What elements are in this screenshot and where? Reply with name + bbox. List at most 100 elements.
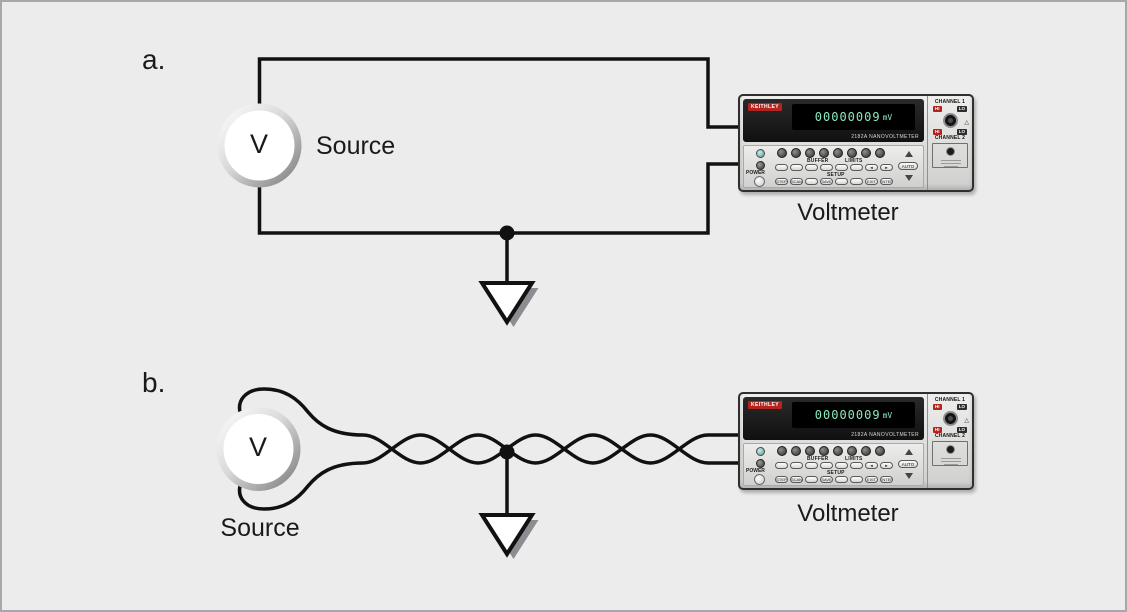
local-button [756,459,765,468]
source-circle-b [216,407,301,491]
panel-key [805,178,818,185]
function-key [805,446,815,456]
hi-badge: HI [933,106,942,112]
channel2-label: CHANNEL 2 [934,135,966,141]
save-key: SAVE [820,476,833,483]
hi-lo-row: HI LO [928,129,972,135]
voltmeter-label-b: Voltmeter [797,500,899,527]
panel-key [850,164,863,171]
panel-key [805,164,818,171]
limits-section-label: LIMITS [845,456,863,462]
hi-badge: HI [933,404,942,410]
function-key [847,148,857,158]
function-key [847,446,857,456]
range-down-icon [905,175,913,181]
voltmeter-device-a: KEITHLEY 00000009 mV 2182A NANOVOLTMETER… [738,94,974,192]
left-arrow-key: ◄ [865,164,878,171]
hi-badge: HI [933,129,942,135]
function-key [833,446,843,456]
diagram-a-circuit [217,57,743,327]
source-label-a: Source [316,132,396,160]
range-up-icon [905,449,913,455]
lo-badge: LO [956,129,967,135]
wire-lo-a [257,145,743,235]
channel2-connector [946,445,955,454]
panel-fine-print [941,163,961,164]
panel-fine-print [944,464,958,465]
ground-triangle-a [478,281,536,326]
oval-key-row: ◄► [775,164,893,171]
model-label: 2182A NANOVOLTMETER [851,432,919,438]
function-key [875,148,885,158]
display-reading: 00000009 [814,408,881,422]
diagram-a-label: a. [142,44,166,75]
warning-triangle-icon: △ [964,418,969,424]
auto-range-key: AUTO [898,162,918,170]
channel2-label: CHANNEL 2 [934,433,966,439]
wire-hi-a [257,57,743,146]
panel-key [850,462,863,469]
power-button [754,176,765,187]
function-key [861,148,871,158]
display-unit: mV [882,112,893,122]
limits-section-label: LIMITS [845,158,863,164]
auto-range-key: AUTO [898,460,918,468]
junction-dot-a [499,225,515,241]
exit-key: EXIT [865,476,878,483]
twisted-pair-wire-2 [237,433,743,511]
step-key: STEP [775,178,788,185]
range-down-icon [905,473,913,479]
exit-key: EXIT [865,178,878,185]
function-key [791,446,801,456]
twisted-pair-wire-1 [237,387,743,465]
function-key [833,148,843,158]
input-panel: CHANNEL 1 HI LO △ HI LO CHANNEL 2 [927,96,972,190]
panel-fine-print [941,160,961,161]
oval-key-row: ◄► [775,462,893,469]
panel-key [775,164,788,171]
lo-badge: LO [956,404,967,410]
enter-key: ENTER [880,476,893,483]
lo-badge: LO [956,427,967,433]
function-key [819,148,829,158]
display-bezel: KEITHLEY 00000009 mV 2182A NANOVOLTMETER [743,99,924,142]
function-key [791,148,801,158]
panel-key [835,164,848,171]
hi-lo-row: HI LO [928,427,972,433]
channel1-connector [942,411,958,426]
enter-key: ENTER [880,178,893,185]
input-panel: CHANNEL 1 HI LO △ HI LO CHANNEL 2 [927,394,972,488]
power-label: POWER [746,468,765,474]
channel1-label: CHANNEL 1 [934,99,966,105]
model-label: 2182A NANOVOLTMETER [851,134,919,140]
function-key [777,148,787,158]
ground-triangle-b [478,513,536,558]
source-v-symbol-a: V [249,129,268,159]
warning-triangle-icon: △ [964,120,969,126]
range-controls: AUTO [895,147,922,188]
setup-section-label: SETUP [827,172,845,178]
hi-lo-row: HI LO [928,404,972,410]
display-reading: 00000009 [814,110,881,124]
panel-key [805,476,818,483]
left-arrow-key: ◄ [865,462,878,469]
right-arrow-key: ► [880,164,893,171]
source-v-symbol-b: V [248,432,267,462]
source-label-b: Source [220,514,300,542]
round-key-row [777,148,885,158]
keithley-logo: KEITHLEY [748,103,782,111]
panel-key [790,462,803,469]
panel-key [790,164,803,171]
channel2-input-box [932,441,968,466]
setup-section-label: SETUP [827,470,845,476]
trigger-light-button [756,447,765,456]
step-key: STEP [775,476,788,483]
panel-key [775,462,788,469]
channel2-input-box [932,143,968,168]
channel1-connector [942,113,958,128]
